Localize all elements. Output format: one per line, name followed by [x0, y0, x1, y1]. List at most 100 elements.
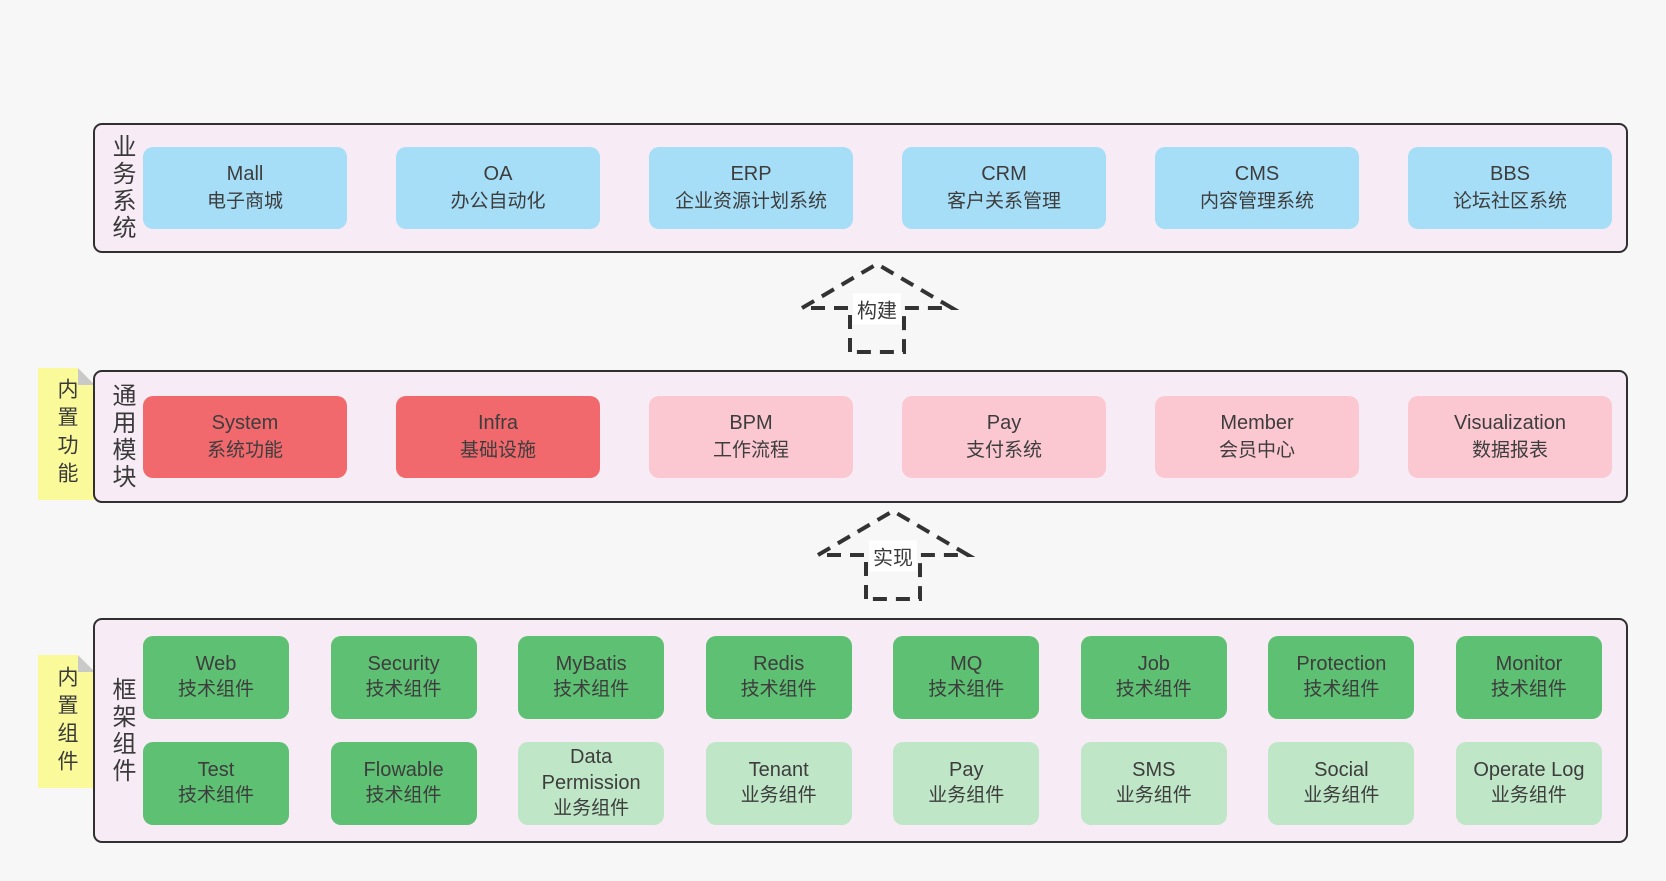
- tag-built-in-features: 内置功能: [38, 368, 95, 500]
- box-desc: 数据报表: [1471, 439, 1548, 461]
- box-bbs: BBS 论坛社区系统: [1408, 147, 1612, 229]
- box-monitor: Monitor 技术组件: [1455, 635, 1602, 719]
- up-arrow-icon: [811, 508, 975, 601]
- box-pay-module: Pay 支付系统: [902, 395, 1106, 478]
- box-security: Security 技术组件: [330, 635, 477, 719]
- up-arrow-icon: [795, 261, 959, 354]
- tag-built-in-components-label: 内置组件: [55, 665, 78, 778]
- box-desc: 电子商城: [206, 191, 283, 212]
- box-desc: 技术组件: [177, 679, 254, 700]
- box-name: CRM: [981, 163, 1027, 185]
- tag-built-in-features-label: 内置功能: [55, 378, 78, 490]
- box-crm: CRM 客户关系管理: [902, 147, 1106, 229]
- box-desc: 系统功能: [206, 439, 283, 461]
- box-desc: 办公自动化: [450, 191, 546, 212]
- box-name: System: [211, 411, 279, 434]
- arrow-implement: 实现: [811, 505, 975, 601]
- arrow-build: 构建: [795, 258, 959, 354]
- box-desc: 技术组件: [177, 785, 254, 806]
- box-mybatis: MyBatis 技术组件: [518, 635, 665, 719]
- box-name: BPM: [729, 411, 773, 434]
- box-pay-component: Pay 业务组件: [893, 741, 1040, 825]
- layer-modules-label: 通用模块: [108, 382, 135, 491]
- box-social: Social 业务组件: [1268, 741, 1415, 825]
- box-test: Test 技术组件: [143, 741, 289, 825]
- framework-row-1: Web 技术组件 Security 技术组件 MyBatis 技术组件 Redi…: [143, 635, 1602, 719]
- box-name: Member: [1220, 411, 1294, 434]
- box-name: OA: [483, 163, 513, 185]
- box-name: Protection: [1296, 653, 1387, 675]
- box-desc: 技术组件: [1303, 679, 1380, 700]
- box-desc: 技术组件: [1115, 679, 1192, 700]
- box-desc: 业务组件: [740, 785, 817, 806]
- box-desc: 技术组件: [1490, 679, 1567, 700]
- box-desc: 内容管理系统: [1199, 191, 1314, 212]
- box-protection: Protection 技术组件: [1268, 635, 1415, 719]
- box-desc: 支付系统: [965, 439, 1042, 461]
- box-name: MQ: [950, 653, 983, 675]
- box-name: Flowable: [363, 759, 444, 781]
- business-boxes-row: Mall 电子商城 OA 办公自动化 ERP 企业资源计划系统 CRM 客户关系…: [133, 147, 1626, 229]
- box-desc: 业务组件: [1303, 785, 1380, 806]
- box-desc: 工作流程: [712, 439, 789, 461]
- box-name: Social: [1314, 759, 1369, 781]
- layer-framework-components: 框架组件 Web 技术组件 Security 技术组件 MyBatis 技术组件…: [93, 618, 1628, 843]
- box-operate-log: Operate Log 业务组件: [1455, 741, 1602, 825]
- box-desc: 会员中心: [1218, 439, 1295, 461]
- box-desc: 基础设施: [459, 439, 536, 461]
- framework-boxes-grid: Web 技术组件 Security 技术组件 MyBatis 技术组件 Redi…: [133, 617, 1626, 845]
- box-infra: Infra 基础设施: [396, 395, 600, 478]
- box-flowable: Flowable 技术组件: [330, 741, 477, 825]
- box-desc: 技术组件: [928, 679, 1005, 700]
- box-desc: 技术组件: [365, 785, 442, 806]
- box-desc: 业务组件: [1115, 785, 1192, 806]
- box-desc: 论坛社区系统: [1452, 191, 1567, 212]
- box-desc: 业务组件: [928, 785, 1005, 806]
- box-desc: 客户关系管理: [946, 191, 1061, 212]
- box-name: ERP: [730, 163, 772, 185]
- box-name: Web: [195, 653, 237, 675]
- box-name: Pay: [986, 411, 1022, 434]
- box-name: CMS: [1234, 163, 1280, 185]
- arrow-build-label: 构建: [853, 293, 901, 325]
- box-name: Data Permission: [541, 746, 641, 794]
- box-system: System 系统功能: [143, 395, 347, 478]
- layer-common-modules: 通用模块 System 系统功能 Infra 基础设施 BPM 工作流程 Pay…: [93, 370, 1628, 503]
- box-web: Web 技术组件: [143, 635, 289, 719]
- box-visualization: Visualization 数据报表: [1408, 395, 1612, 478]
- box-mq: MQ 技术组件: [893, 635, 1040, 719]
- box-desc: 技术组件: [365, 679, 442, 700]
- box-name: Infra: [477, 411, 519, 434]
- box-erp: ERP 企业资源计划系统: [649, 147, 853, 229]
- module-boxes-row: System 系统功能 Infra 基础设施 BPM 工作流程 Pay 支付系统…: [133, 395, 1626, 478]
- box-name: Job: [1137, 653, 1170, 675]
- box-sms: SMS 业务组件: [1080, 741, 1227, 825]
- box-name: BBS: [1489, 163, 1531, 185]
- tag-built-in-components: 内置组件: [38, 655, 95, 788]
- box-name: SMS: [1132, 759, 1176, 781]
- layer-business-label: 业务系统: [108, 134, 135, 242]
- box-desc: 技术组件: [740, 679, 817, 700]
- box-oa: OA 办公自动化: [396, 147, 600, 229]
- box-name: Monitor: [1495, 653, 1563, 675]
- box-job: Job 技术组件: [1080, 635, 1227, 719]
- box-desc: 业务组件: [1490, 785, 1567, 806]
- box-desc: 技术组件: [553, 679, 630, 700]
- box-name: Test: [197, 759, 235, 781]
- box-name: Pay: [949, 759, 984, 781]
- box-bpm: BPM 工作流程: [649, 395, 853, 478]
- box-name: Operate Log: [1473, 759, 1585, 781]
- arrow-implement-label: 实现: [869, 540, 917, 572]
- box-name: MyBatis: [555, 653, 627, 675]
- framework-row-2: Test 技术组件 Flowable 技术组件 Data Permission …: [143, 741, 1602, 825]
- box-tenant: Tenant 业务组件: [705, 741, 852, 825]
- box-cms: CMS 内容管理系统: [1155, 147, 1359, 229]
- box-name: Tenant: [748, 759, 809, 781]
- layer-business-systems: 业务系统 Mall 电子商城 OA 办公自动化 ERP 企业资源计划系统 CRM…: [93, 123, 1628, 253]
- box-name: Mall: [226, 163, 264, 185]
- box-name: Redis: [753, 653, 805, 675]
- box-name: Visualization: [1454, 411, 1566, 434]
- box-mall: Mall 电子商城: [143, 147, 347, 229]
- box-data-permission: Data Permission 业务组件: [518, 741, 665, 825]
